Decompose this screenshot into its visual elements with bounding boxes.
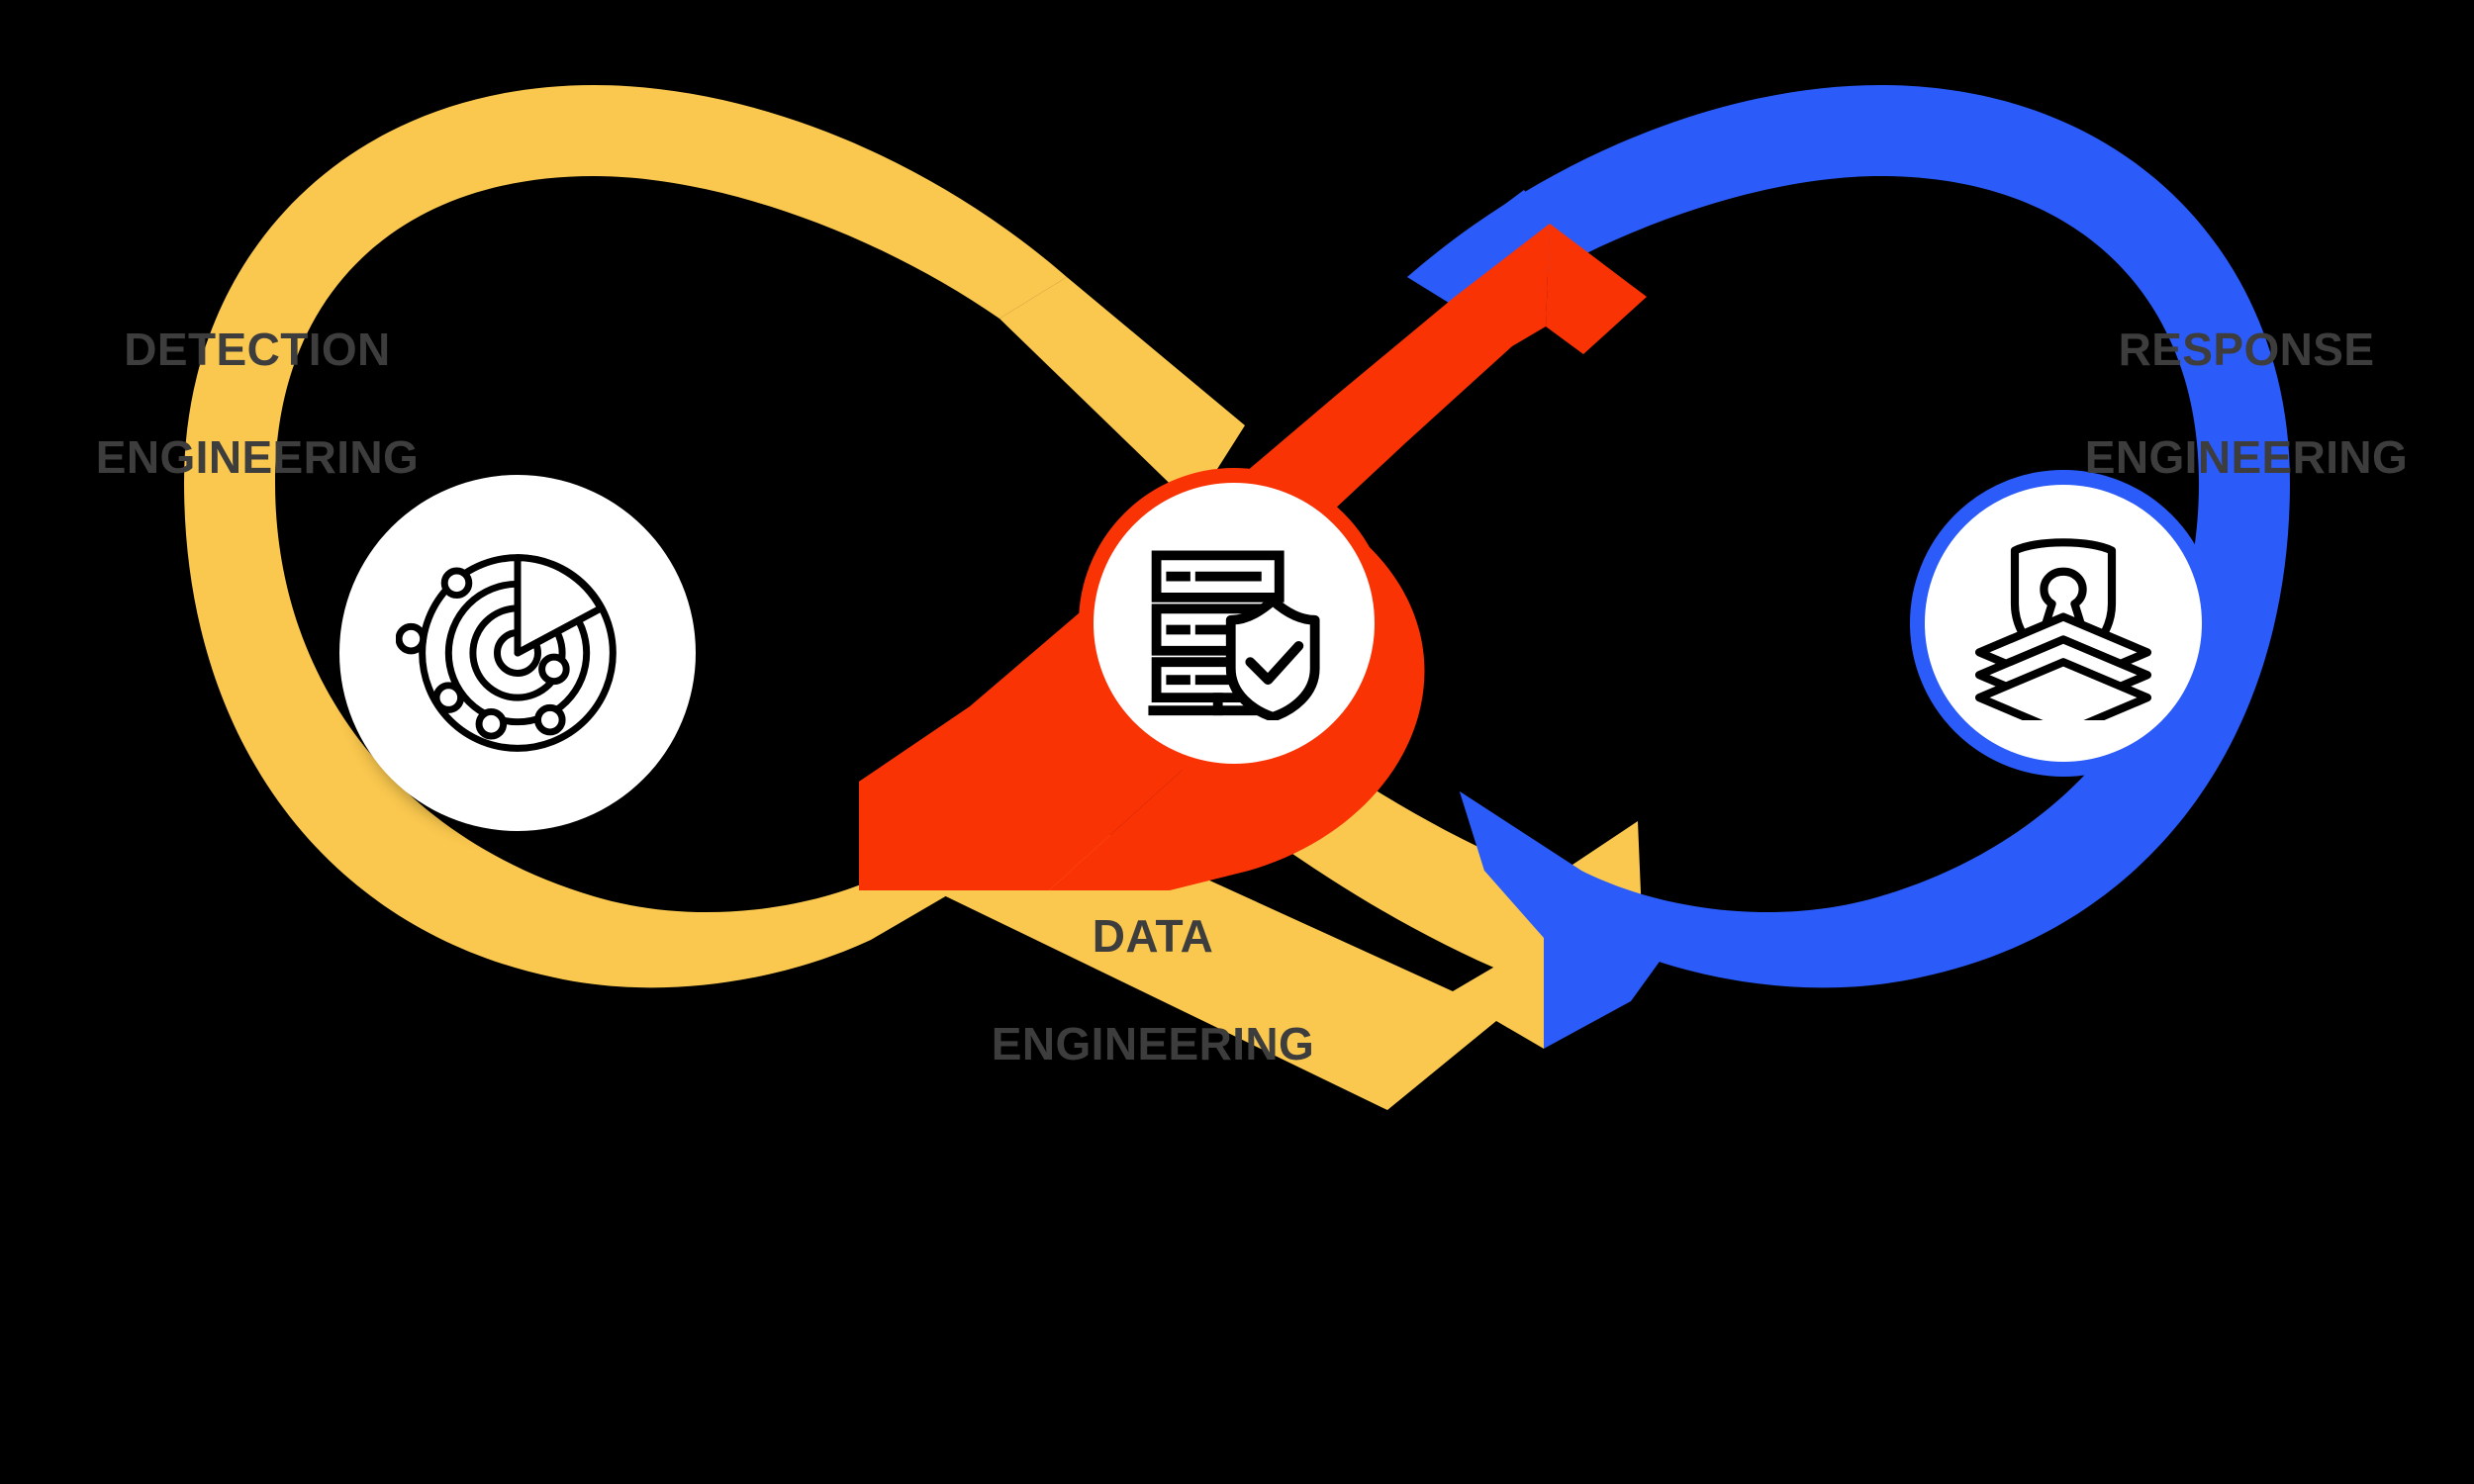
radar-icon [396, 554, 617, 752]
detection-label-line2: ENGINEERING [95, 430, 420, 483]
response-label-line1: RESPONSE [2118, 324, 2375, 376]
response-label-line2: ENGINEERING [2084, 430, 2409, 483]
data-label-line1: DATA [1092, 910, 1214, 963]
data-band-arrow-tip [1546, 224, 1647, 354]
detection-upper-connector [999, 277, 1245, 507]
shield-layers-icon [1974, 538, 2152, 720]
response-label: RESPONSE ENGINEERING [2014, 269, 2474, 537]
data-label: DATA ENGINEERING [945, 856, 1361, 1124]
detection-label: DETECTION ENGINEERING [20, 269, 495, 537]
server-shield-icon [1148, 550, 1320, 720]
response-lower-connector [1460, 791, 1682, 1049]
response-icon-bubble[interactable] [1910, 470, 2217, 777]
data-label-line2: ENGINEERING [991, 1017, 1315, 1069]
data-icon-bubble[interactable] [1079, 468, 1389, 779]
detection-label-line1: DETECTION [124, 324, 391, 376]
detection-icon-bubble[interactable] [339, 475, 696, 831]
